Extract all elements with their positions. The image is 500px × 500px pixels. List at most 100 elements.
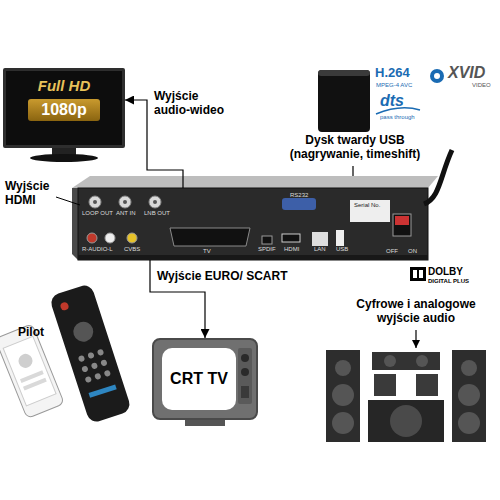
- lan-port: [312, 232, 328, 246]
- speaker-cone: [390, 405, 422, 437]
- leader-arrow: [415, 330, 416, 348]
- port-label: SPDIF: [258, 246, 276, 252]
- callout-text: Wyjście HDMI: [5, 180, 67, 208]
- coax-port: [149, 196, 161, 208]
- remote-button: [104, 370, 112, 378]
- port-label: RS232: [290, 192, 308, 198]
- speaker-cone: [458, 384, 480, 406]
- remote-button: [87, 352, 95, 360]
- audio-logo: dts: [380, 92, 404, 110]
- port-label: HDMI: [284, 246, 299, 252]
- resolution-badge: 1080p: [28, 99, 100, 121]
- coax-pin: [93, 200, 97, 204]
- coax-pin: [153, 200, 157, 204]
- logo-disc: [430, 69, 444, 83]
- speaker-cone: [416, 355, 428, 367]
- audio-logo: DOLBY: [428, 266, 463, 278]
- remote-button: [81, 365, 89, 373]
- port-label: R-AUDIO-L: [82, 246, 113, 252]
- dolby-mark: [410, 267, 426, 281]
- coax-pin: [123, 200, 127, 204]
- crt-stand: [185, 419, 225, 426]
- spdif-port: [262, 236, 272, 244]
- center-speaker: [372, 352, 440, 370]
- port-label: LNB OUT: [144, 210, 170, 216]
- phone-app-button: [23, 378, 47, 391]
- dolby-mark-d: [419, 270, 423, 278]
- callout-text: Cyfrowe i analogowe wyjście audio: [346, 298, 486, 326]
- port-label: LOOP OUT: [82, 210, 113, 216]
- hard-disk: [318, 70, 370, 132]
- receiver-top: [72, 176, 438, 188]
- remote-button: [78, 355, 86, 363]
- port-label: CVBS: [124, 246, 140, 252]
- logo-disc-hole: [434, 73, 440, 79]
- rca-jack: [105, 233, 115, 243]
- serial-sticker: [350, 200, 390, 222]
- codec-logo-subtitle: MPEG-4 AVC: [376, 82, 412, 89]
- codec-logo-subtitle: VIDEO: [472, 82, 491, 89]
- receiver-side: [72, 188, 78, 260]
- power-rocker: [395, 216, 409, 225]
- speaker-cone: [461, 360, 477, 376]
- port-label: ON: [408, 248, 417, 254]
- audio-logo-subtitle: pass through: [380, 114, 415, 121]
- tv-stand-base: [30, 154, 98, 162]
- remote-button: [59, 301, 69, 311]
- phone-body: [0, 324, 64, 419]
- power-cord: [424, 150, 452, 204]
- usb-port: [336, 230, 344, 246]
- crt-screen-text: CRT TV: [162, 348, 236, 410]
- remote-button: [97, 349, 105, 357]
- callout-text: Pilot: [18, 326, 44, 340]
- connection-label: Wyjście EURO/ SCART: [157, 270, 307, 284]
- speaker-cone: [458, 412, 480, 434]
- speaker-cone: [384, 355, 396, 367]
- power-switch: [393, 214, 411, 236]
- speaker-cone: [335, 360, 351, 376]
- rca-jack: [87, 233, 97, 243]
- rca-jack: [127, 233, 137, 243]
- port-label: OFF: [386, 248, 398, 254]
- rs232-port: [282, 198, 316, 210]
- smartphone: [0, 324, 64, 419]
- remote-button: [89, 384, 117, 397]
- receiver-foot: [78, 255, 428, 260]
- speaker-cone: [332, 384, 354, 406]
- satellite-speaker: [374, 374, 396, 396]
- remote-button: [94, 373, 102, 381]
- scart-socket: [170, 228, 250, 246]
- subwoofer: [368, 400, 444, 442]
- phone-screen: [3, 336, 56, 405]
- speaker-tower: [326, 350, 360, 442]
- dolby-mark-d: [413, 270, 417, 278]
- flat-tv-screen: Full HD 1080p: [3, 68, 125, 148]
- port-label: ANT IN: [116, 210, 136, 216]
- receiver-back-panel: LOOP OUTANT IN LNB OUT R-AUDIO-L CVBS TV SPDI…: [78, 188, 428, 260]
- codec-logo: XVID: [448, 64, 485, 82]
- remote-dpad: [71, 319, 96, 344]
- port-label: LAN: [314, 246, 326, 252]
- speaker-tower: [452, 350, 486, 442]
- speaker-cone: [332, 412, 354, 434]
- callout-text: Dysk twardy USB (nagrywanie, timeshift): [280, 134, 430, 162]
- coax-port: [119, 196, 131, 208]
- remote-button: [100, 359, 108, 367]
- leader-line: [56, 197, 80, 205]
- port-label: TV: [203, 248, 211, 254]
- remote-button: [85, 376, 93, 384]
- crt-tv-body: CRT TV: [152, 338, 258, 420]
- hard-disk-highlight: [318, 70, 370, 76]
- port-label: USB: [336, 246, 348, 252]
- connection-label: Wyjście audio-wideo: [154, 90, 226, 118]
- phone-app-button: [16, 352, 34, 370]
- codec-logo: H.264: [375, 66, 410, 81]
- port-label: Serial No.: [354, 202, 380, 208]
- full-hd-logo: Full HD: [16, 77, 112, 94]
- coax-port: [89, 196, 101, 208]
- audio-logo-subtitle: DIGITAL PLUS: [428, 278, 469, 285]
- remote-button: [91, 362, 99, 370]
- hdmi-port: [282, 234, 300, 242]
- receiver-body: [78, 188, 428, 260]
